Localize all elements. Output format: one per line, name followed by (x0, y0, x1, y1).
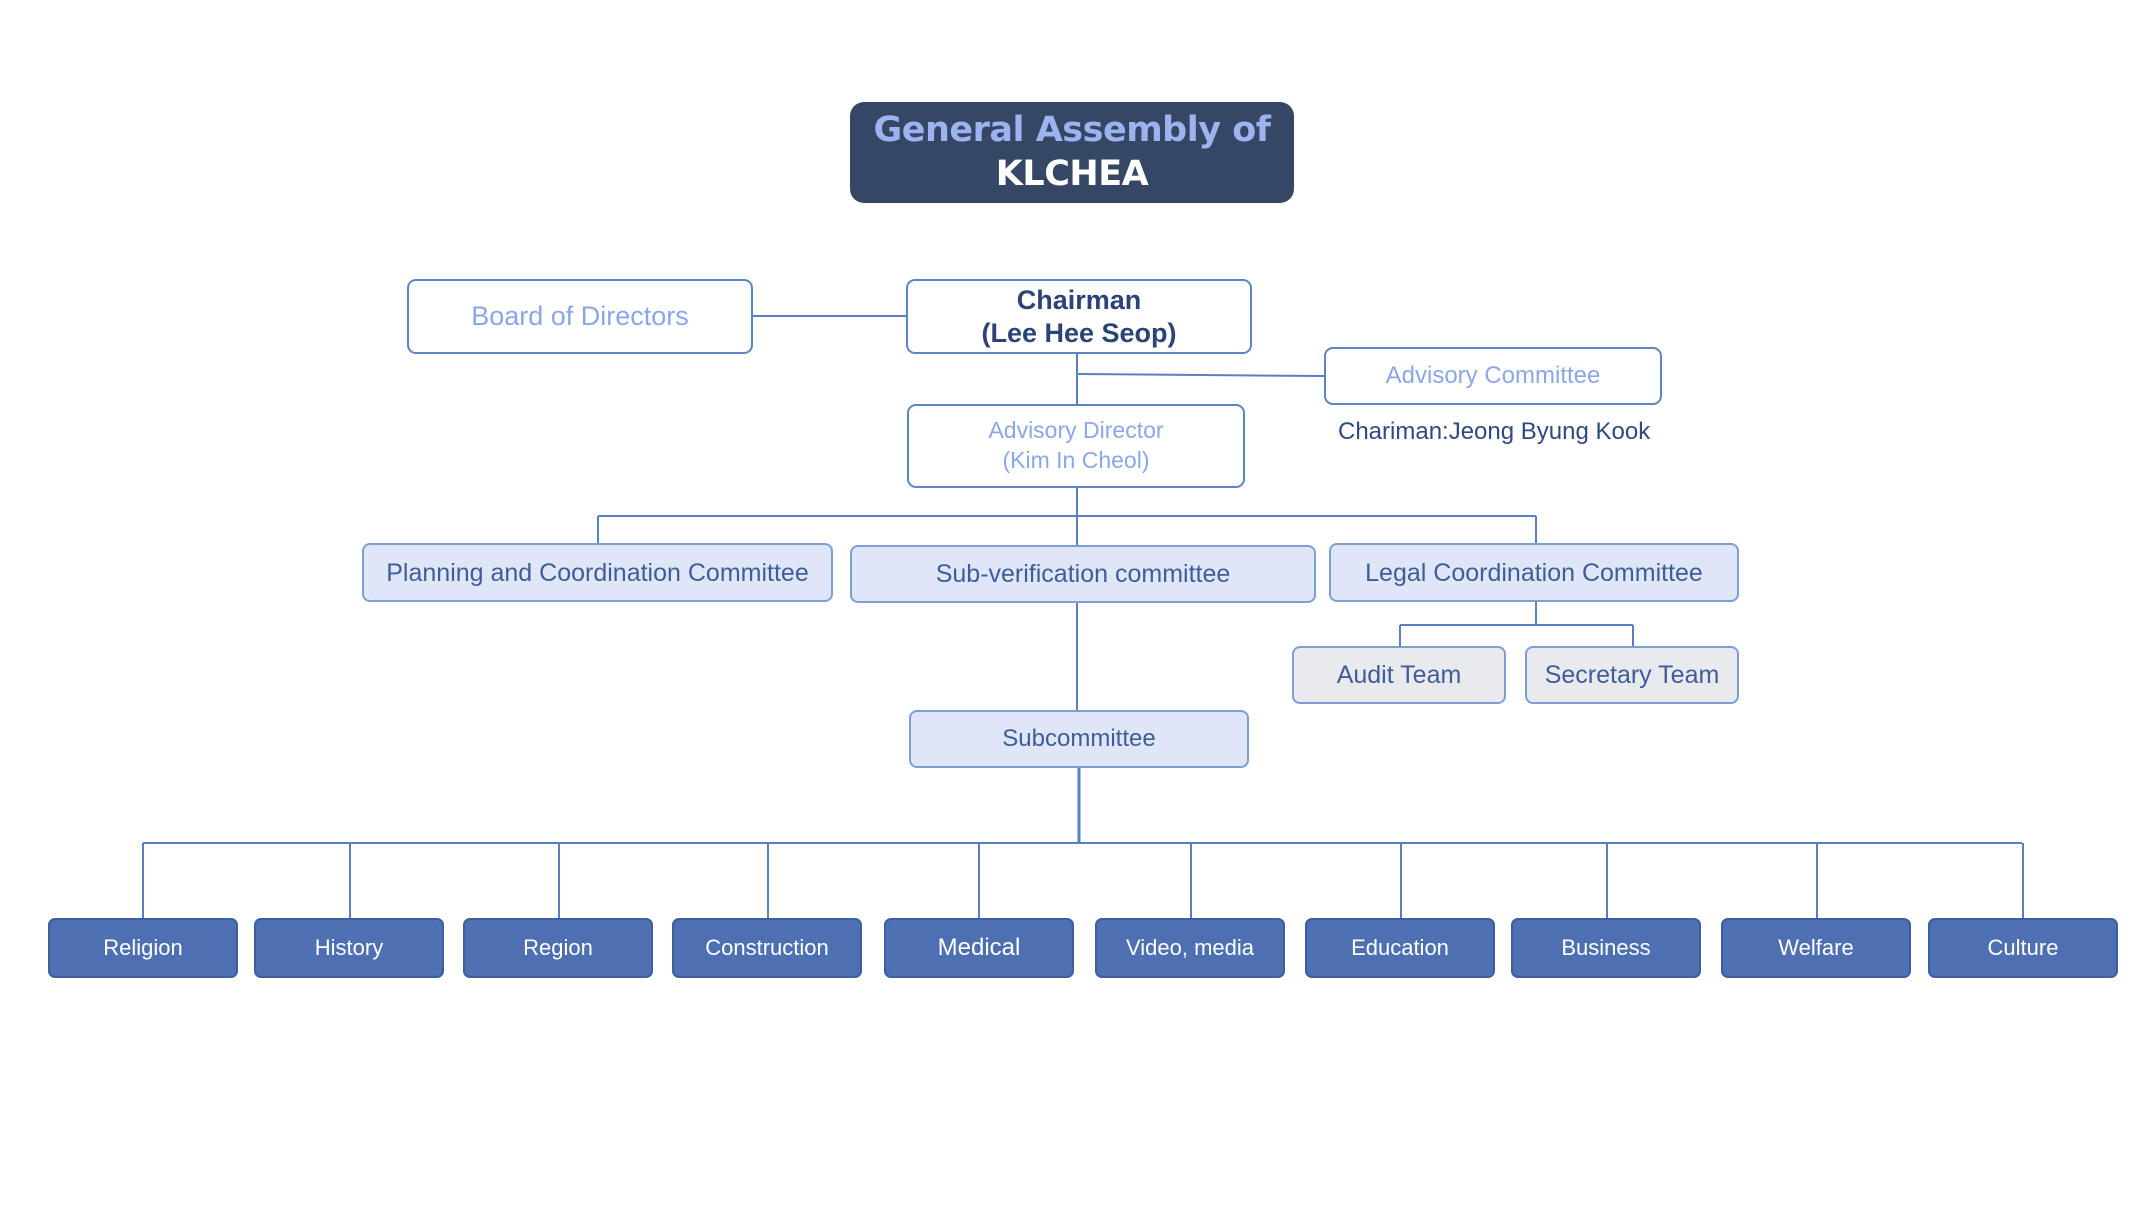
board-of-directors-label: Board of Directors (471, 301, 689, 332)
department-construction-label: Construction (705, 934, 829, 960)
chairman-name: (Lee Hee Seop) (981, 317, 1177, 348)
advisory-director-name: (Kim In Cheol) (1002, 447, 1150, 473)
department-business-box: Business (1511, 918, 1701, 978)
connector-advisory-committee (1076, 373, 1325, 377)
general-assembly-title: General Assembly of (873, 109, 1271, 150)
department-region-box: Region (463, 918, 653, 978)
department-welfare-label: Welfare (1778, 934, 1854, 960)
legal-coordination-committee-box: Legal Coordination Committee (1329, 543, 1739, 602)
general-assembly-box: General Assembly of KLCHEA (850, 102, 1294, 203)
chairman-title: Chairman (1016, 285, 1142, 316)
department-history-box: History (254, 918, 444, 978)
chairman-box: Chairman (Lee Hee Seop) (906, 279, 1252, 354)
general-assembly-acronym: KLCHEA (995, 153, 1149, 194)
department-religion-box: Religion (48, 918, 238, 978)
department-business-label: Business (1561, 934, 1651, 960)
advisory-director-box: Advisory Director (Kim In Cheol) (907, 404, 1245, 488)
department-education-label: Education (1351, 934, 1449, 960)
subcommittee-label: Subcommittee (1002, 724, 1156, 752)
subcommittee-box: Subcommittee (909, 710, 1249, 768)
department-medical-box: Medical (884, 918, 1074, 978)
board-of-directors-box: Board of Directors (407, 279, 753, 354)
audit-team-label: Audit Team (1336, 661, 1462, 689)
department-video-media-label: Video, media (1125, 934, 1254, 960)
department-education-box: Education (1305, 918, 1495, 978)
department-region-label: Region (523, 934, 593, 960)
sub-verification-committee-box: Sub-verification committee (850, 545, 1316, 603)
advisory-committee-label: Advisory Committee (1385, 361, 1601, 389)
department-culture-label: Culture (1987, 934, 2059, 960)
sub-verification-committee-label: Sub-verification committee (935, 560, 1231, 588)
legal-coordination-committee-label: Legal Coordination Committee (1365, 558, 1703, 587)
department-religion-label: Religion (103, 934, 183, 960)
department-construction-box: Construction (672, 918, 862, 978)
audit-team-box: Audit Team (1292, 646, 1506, 704)
department-history-label: History (314, 934, 384, 960)
secretary-team-label: Secretary Team (1544, 661, 1720, 689)
department-culture-box: Culture (1928, 918, 2118, 978)
advisory-committee-chairman-caption: Chariman:Jeong Byung Kook (1338, 418, 1651, 445)
planning-coordination-committee-label: Planning and Coordination Committee (386, 558, 809, 587)
advisory-committee-box: Advisory Committee (1324, 347, 1662, 405)
department-welfare-box: Welfare (1721, 918, 1911, 978)
secretary-team-box: Secretary Team (1525, 646, 1739, 704)
department-video-media-box: Video, media (1095, 918, 1285, 978)
department-medical-label: Medical (937, 933, 1021, 961)
planning-coordination-committee-box: Planning and Coordination Committee (362, 543, 833, 602)
advisory-director-title: Advisory Director (988, 417, 1164, 444)
